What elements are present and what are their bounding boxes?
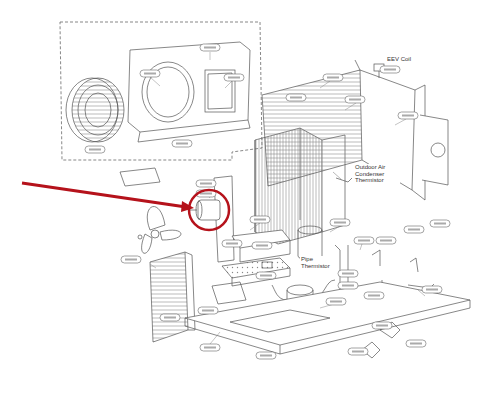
fan-motor (190, 200, 220, 220)
highlight-arrow (22, 183, 229, 230)
control-box (212, 230, 290, 304)
part-label: Outdoor Air Condenser Thermistor (354, 164, 400, 184)
thermistor (336, 178, 352, 182)
leader-lines (150, 52, 425, 344)
side-panel (262, 60, 448, 200)
front-panel (150, 252, 195, 342)
highlight-circle (189, 190, 229, 230)
propeller-fan (138, 206, 181, 253)
fan-guard (66, 78, 124, 142)
part-label: EEV Coil (386, 56, 412, 63)
part-label: Pipe Thermistor (300, 256, 336, 269)
capacitor (298, 226, 322, 260)
front-cabinet (128, 42, 250, 142)
service-cover (120, 168, 160, 186)
base-pan (185, 282, 470, 354)
group-outline (60, 22, 262, 160)
